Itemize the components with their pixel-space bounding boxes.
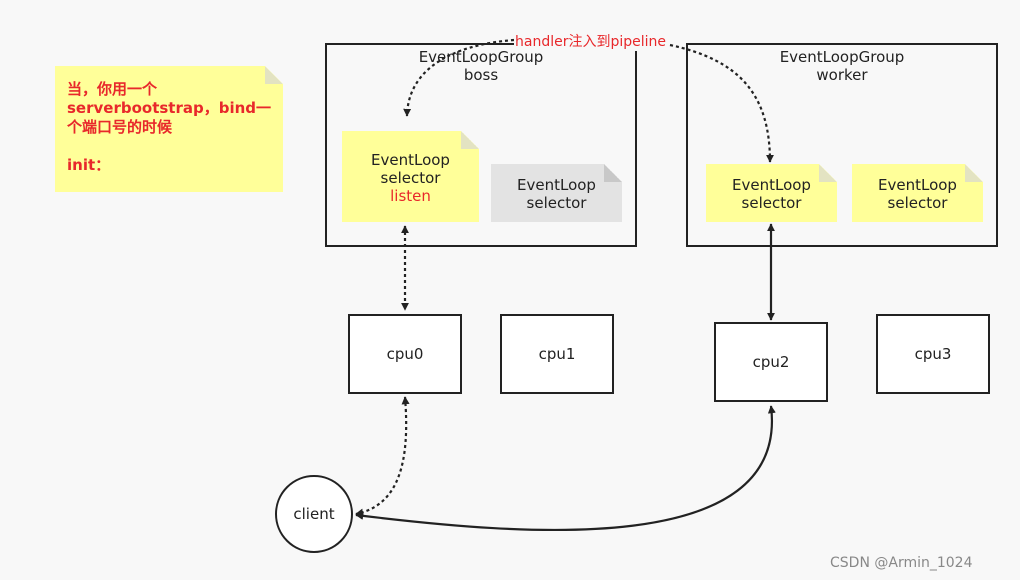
boss-eventloop-2-line1: EventLoop: [517, 176, 596, 194]
init-note-text: 当，你用一个 serverbootstrap，bind一 个端口号的时候 ini…: [67, 80, 273, 175]
cpu0-box: cpu0: [348, 314, 462, 394]
boss-group-title: EventLoopGroup boss: [327, 48, 635, 84]
boss-eventloop-2: EventLoop selector: [491, 164, 622, 222]
worker-group-title: EventLoopGroup worker: [688, 48, 996, 84]
boss-eventloop-1-listen: listen: [390, 187, 431, 205]
init-note-line: init：: [67, 156, 111, 174]
boss-eventloop-1-line2: selector: [380, 169, 441, 187]
worker-group-title-line2: worker: [816, 66, 868, 84]
worker-eventloop-1: EventLoop selector: [706, 164, 837, 222]
cpu3-label: cpu3: [914, 345, 952, 363]
client-label: client: [293, 505, 335, 523]
init-note-line: 个端口号的时候: [67, 118, 173, 136]
init-note: 当，你用一个 serverbootstrap，bind一 个端口号的时候 ini…: [55, 66, 283, 192]
client-node: client: [275, 475, 353, 553]
watermark: CSDN @Armin_1024: [830, 555, 973, 571]
worker-eventloop-2: EventLoop selector: [852, 164, 983, 222]
cpu0-client-arrow: [355, 396, 410, 517]
boss-eventloop-1: EventLoop selector listen: [342, 131, 479, 222]
handler-to-worker-arrow: [669, 43, 774, 163]
worker-eventloop-2-line2: selector: [887, 194, 948, 212]
worker-eventloop-1-line2: selector: [741, 194, 802, 212]
boss-eventloop-2-line2: selector: [526, 194, 587, 212]
worker-group-box: EventLoopGroup worker: [686, 43, 998, 247]
cpu0-label: cpu0: [386, 345, 424, 363]
boss-group-title-line1: EventLoopGroup: [418, 48, 544, 66]
handler-label: handler注入到pipeline: [514, 31, 668, 51]
boss-group-title-line2: boss: [463, 66, 499, 84]
handler-to-boss-arrow: [403, 38, 515, 117]
init-note-line: serverbootstrap，bind一: [67, 99, 272, 117]
worker-eventloop-2-line1: EventLoop: [878, 176, 957, 194]
boss-eventloop-1-line1: EventLoop: [371, 151, 450, 169]
cpu2-box: cpu2: [714, 322, 828, 402]
worker-group-title-line1: EventLoopGroup: [779, 48, 905, 66]
worker-eventloop-1-line1: EventLoop: [732, 176, 811, 194]
init-note-line: 当，你用一个: [67, 80, 158, 98]
cpu1-label: cpu1: [538, 345, 576, 363]
cpu2-client-arrow: [355, 405, 776, 532]
cpu1-box: cpu1: [500, 314, 614, 394]
cpu2-label: cpu2: [752, 353, 790, 371]
cpu3-box: cpu3: [876, 314, 990, 394]
